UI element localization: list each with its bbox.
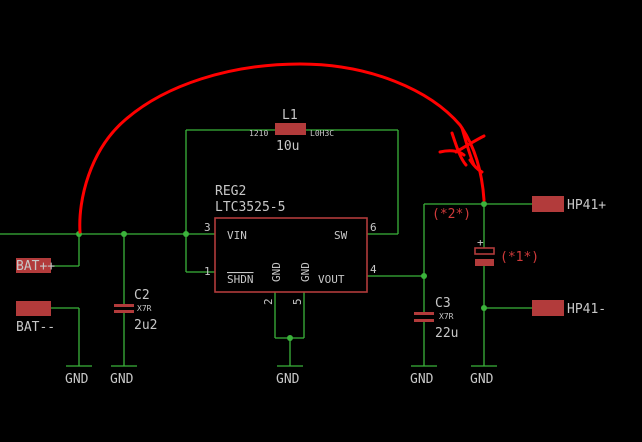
pin-label-shdn: SHDN <box>227 273 254 286</box>
ground-label: GND <box>110 372 134 387</box>
connector-hp-pos[interactable]: HP41+ <box>532 196 606 213</box>
capacitor-value: 2u2 <box>134 318 157 333</box>
pin-label-vin: VIN <box>227 229 247 242</box>
connector-label: BAT++ <box>16 259 55 274</box>
capacitor-value: 22u <box>435 326 458 341</box>
connector-label: HP41+ <box>567 198 606 213</box>
inductor-package: 1210 <box>249 129 268 138</box>
capacitor-c2[interactable]: C2 X7R 2u2 <box>114 288 157 333</box>
regulator-ref: REG2 <box>215 184 246 199</box>
pin-label-sw: SW <box>334 229 348 242</box>
pin-number-3: 3 <box>204 221 211 234</box>
connector-label: HP41- <box>567 302 606 317</box>
capacitor-ref: C3 <box>435 296 451 311</box>
annotation-mark <box>438 126 486 174</box>
connector-hp-neg[interactable]: HP41- <box>532 300 606 317</box>
inductor-ref: L1 <box>282 108 298 123</box>
junction-dot <box>481 305 487 311</box>
junction-dot <box>121 231 127 237</box>
pin-label-gnd-a: GND <box>270 262 283 282</box>
regulator-part: LTC3525-5 <box>215 200 285 215</box>
wires <box>0 129 532 367</box>
junction-dot <box>481 201 487 207</box>
junction-dot <box>287 335 293 341</box>
connector-bat-neg[interactable]: BAT-- <box>16 301 55 335</box>
capacitor-ref: C2 <box>134 288 150 303</box>
capacitor-placeholder-label: (*1*) <box>500 250 539 265</box>
capacitor-dielectric: X7R <box>137 304 152 313</box>
net-tag: (*2*) <box>432 207 471 222</box>
connector-bat-pos[interactable]: BAT++ <box>16 258 55 274</box>
junctions <box>76 201 487 341</box>
junction-dot <box>421 273 427 279</box>
capacitor-dielectric: X7R <box>439 312 454 321</box>
inductor-l1[interactable]: L1 1210 L0H3C 10u <box>249 108 334 154</box>
handwritten-annotation <box>78 62 486 234</box>
inductor-part: L0H3C <box>310 129 334 138</box>
ground-label: GND <box>410 372 434 387</box>
ground-label: GND <box>65 372 89 387</box>
pin-number-5: 5 <box>291 298 304 305</box>
junction-dot <box>183 231 189 237</box>
ground-label: GND <box>470 372 494 387</box>
pin-label-vout: VOUT <box>318 273 345 286</box>
ground-label: GND <box>276 372 300 387</box>
pin-number-4: 4 <box>370 263 377 276</box>
pin-number-6: 6 <box>370 221 377 234</box>
polarized-capacitor[interactable]: + (*1*) <box>474 236 539 266</box>
pin-number-1: 1 <box>204 265 211 278</box>
pin-label-gnd-b: GND <box>299 262 312 282</box>
polarity-mark: + <box>477 236 484 249</box>
capacitor-c3[interactable]: C3 X7R 22u <box>414 296 458 341</box>
pin-number-2: 2 <box>262 298 275 305</box>
regulator-reg2[interactable]: REG2 LTC3525-5 VIN SW SHDN VOUT GND GND … <box>204 184 377 305</box>
inductor-value: 10u <box>276 139 299 154</box>
connector-label: BAT-- <box>16 320 55 335</box>
